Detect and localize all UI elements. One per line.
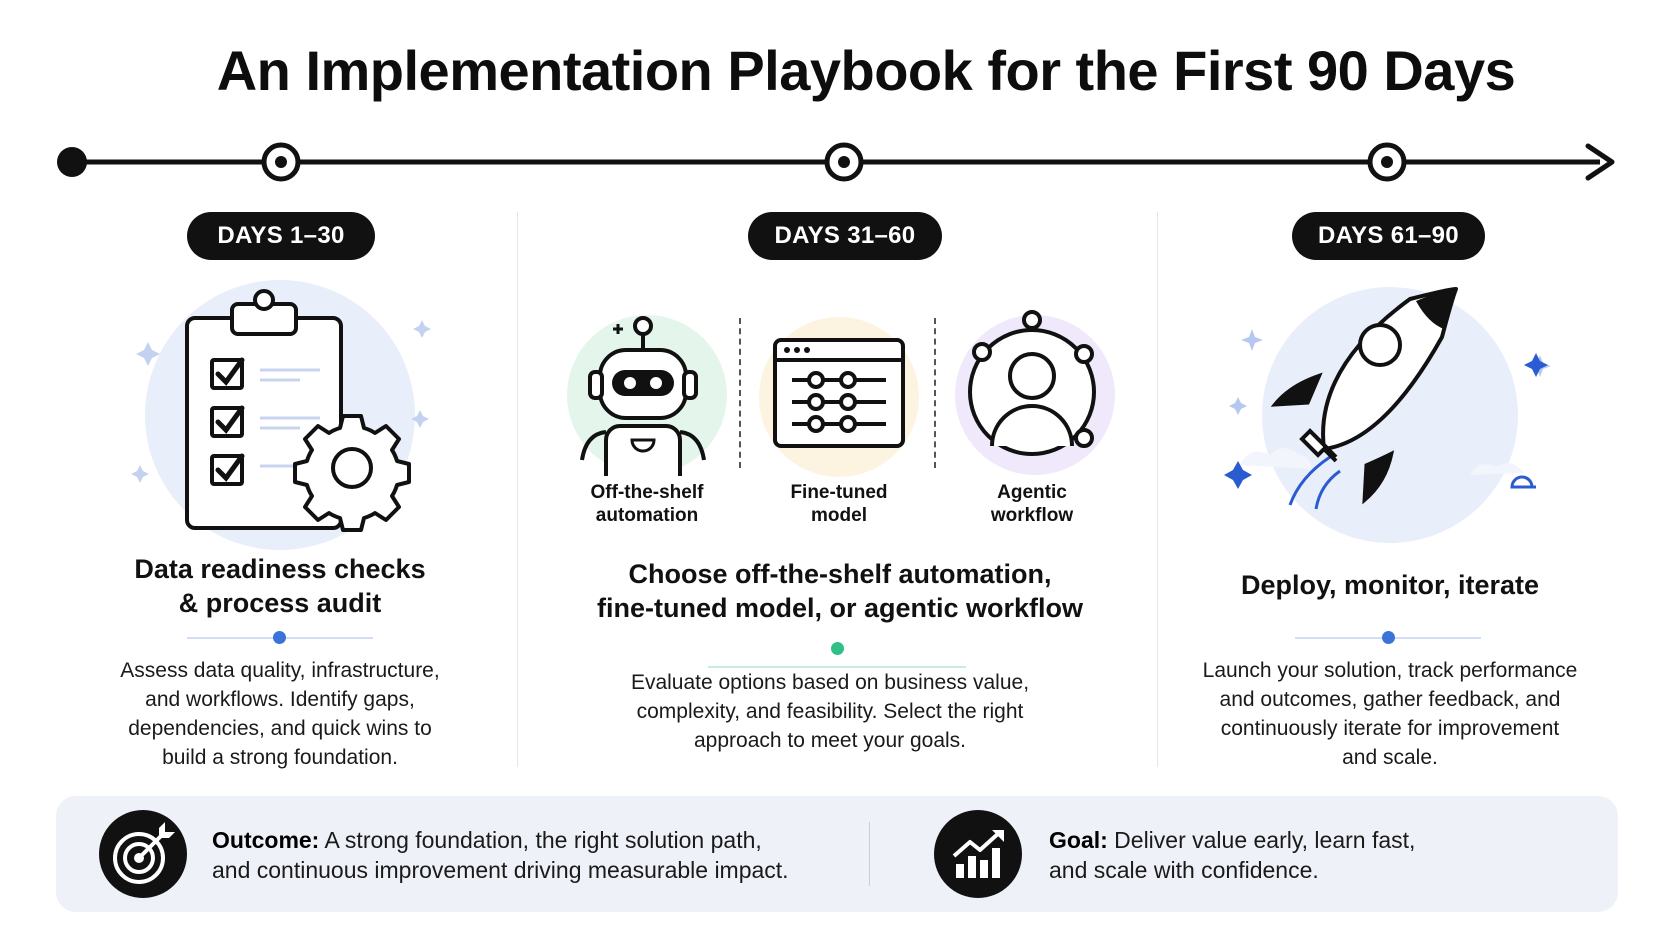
robot-icon — [567, 315, 727, 476]
phase-1-heading-line-1: Data readiness checks — [134, 554, 426, 584]
phase-3-body-line: and scale. — [1342, 746, 1438, 769]
timeline — [57, 142, 1615, 182]
column-divider-1 — [517, 212, 518, 767]
column-divider-2 — [1157, 212, 1158, 767]
timeline-marker-2 — [824, 142, 864, 182]
phase-3-heading-line-1: Deploy, monitor, iterate — [1240, 570, 1540, 600]
phase-3-heading: Deploy, monitor, iterate — [1180, 568, 1600, 602]
phase-1-body-line: Assess data quality, infrastructure, — [120, 659, 440, 682]
phase-2-description: Evaluate options based on business value… — [600, 668, 1060, 755]
phase-2-separator-dot — [831, 642, 844, 655]
page-title: An Implementation Playbook for the First… — [216, 39, 1516, 102]
option-label-agentic: Agentic workflow — [957, 481, 1107, 527]
option-label-line: model — [811, 505, 867, 526]
outcome-label: Outcome: — [212, 827, 320, 853]
timeline-marker-3 — [1367, 142, 1407, 182]
clipboard-checklist-gear-icon — [131, 280, 431, 550]
phase-2-heading-line-2: fine-tuned model, or agentic workflow — [596, 593, 1084, 623]
phase-3-label: DAYS 61–90 — [1292, 212, 1485, 260]
timeline-marker-1 — [261, 142, 301, 182]
goal-statement: Goal: Deliver value early, learn fast, a… — [1049, 825, 1415, 885]
option-label-line: Off-the-shelf — [590, 482, 704, 503]
target-icon — [99, 810, 187, 898]
phase-2-separator — [708, 666, 966, 668]
outcome-line-2: and continuous improvement driving measu… — [212, 857, 789, 883]
summary-panel — [56, 796, 1618, 912]
growth-chart-icon — [934, 810, 1022, 898]
phase-1-label: DAYS 1–30 — [187, 212, 375, 260]
phase-1-heading-line-2: & process audit — [178, 588, 382, 618]
goal-label: Goal: — [1049, 827, 1108, 853]
phase-1-body-line: and workflows. Identify gaps, — [145, 688, 415, 711]
phase-2-heading: Choose off-the-shelf automation, fine-tu… — [560, 557, 1120, 625]
option-divider-2 — [934, 318, 936, 468]
phase-2-body-line: complexity, and feasibility. Select the … — [636, 700, 1024, 723]
sliders-window-icon — [759, 317, 919, 477]
option-label-off-the-shelf: Off-the-shelf automation — [572, 481, 722, 527]
outcome-statement: Outcome: A strong foundation, the right … — [212, 825, 789, 885]
timeline-arrowhead — [1585, 143, 1615, 181]
timeline-start-dot — [57, 147, 87, 177]
outcome-line-1: A strong foundation, the right solution … — [324, 827, 762, 853]
phase-2-body-line: approach to meet your goals. — [694, 729, 966, 752]
option-label-line: automation — [595, 505, 699, 526]
phase-1-description: Assess data quality, infrastructure, and… — [100, 656, 460, 772]
phase-1-body-line: dependencies, and quick wins to — [128, 717, 432, 740]
phase-2-heading-line-1: Choose off-the-shelf automation, — [628, 559, 1052, 589]
option-divider-1 — [739, 318, 741, 468]
phase-2-label: DAYS 31–60 — [748, 212, 942, 260]
phase-1-separator-dot — [273, 631, 286, 644]
option-label-line: Agentic — [997, 482, 1067, 503]
phase-3-body-line: and outcomes, gather feedback, and — [1219, 688, 1561, 711]
phase-1-body-line: build a strong foundation. — [162, 746, 398, 769]
goal-line-1: Deliver value early, learn fast, — [1114, 827, 1416, 853]
phase-3-separator-dot — [1382, 631, 1395, 644]
phase-3-description: Launch your solution, track performance … — [1180, 656, 1600, 772]
summary-divider — [869, 822, 870, 886]
phase-3-body-line: continuously iterate for improvement — [1220, 717, 1560, 740]
person-network-icon — [955, 310, 1115, 475]
phase-3-body-line: Launch your solution, track performance — [1202, 659, 1578, 682]
rocket-icon — [1224, 287, 1550, 543]
option-label-line: workflow — [990, 505, 1074, 526]
phase-1-heading: Data readiness checks & process audit — [120, 552, 440, 620]
option-label-fine-tuned: Fine-tuned model — [764, 481, 914, 527]
phase-2-body-line: Evaluate options based on business value… — [630, 671, 1030, 694]
goal-line-2: and scale with confidence. — [1049, 857, 1319, 883]
option-label-line: Fine-tuned — [790, 482, 888, 503]
